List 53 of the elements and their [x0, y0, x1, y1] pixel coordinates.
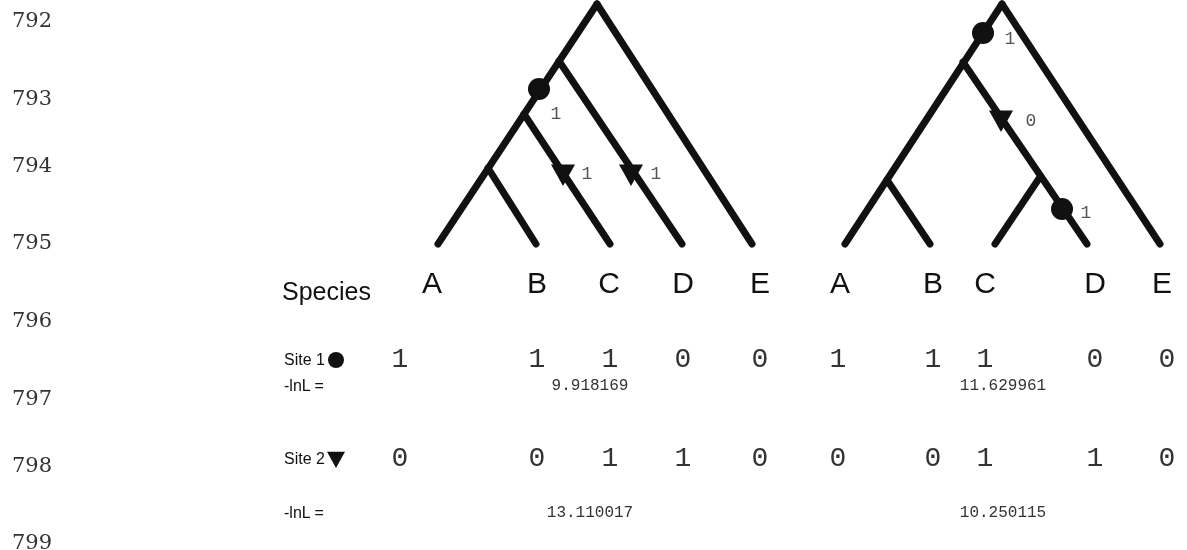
row-heading: Species — [282, 278, 371, 304]
character-state: 1 — [391, 346, 409, 374]
state-number: 1 — [581, 165, 593, 183]
state-number: 0 — [1025, 112, 1037, 130]
species-label: C — [598, 268, 620, 298]
likelihood-value: 10.250115 — [959, 505, 1047, 521]
character-state: 1 — [601, 445, 619, 473]
line-number: 799 — [11, 531, 53, 550]
species-label: E — [750, 268, 770, 298]
character-state: 0 — [751, 346, 769, 374]
character-state: 0 — [751, 445, 769, 473]
character-state: 1 — [674, 445, 692, 473]
species-label: E — [1152, 268, 1172, 298]
state-number: 1 — [1080, 204, 1092, 222]
species-label: A — [422, 268, 442, 298]
species-label: D — [1084, 268, 1106, 298]
line-number: 794 — [11, 154, 53, 176]
state-number: 1 — [1004, 30, 1016, 48]
species-label: B — [923, 268, 943, 298]
character-state: 0 — [1158, 445, 1176, 473]
row-heading: Site 2 — [284, 451, 325, 467]
character-state: 0 — [674, 346, 692, 374]
likelihood-value: 9.918169 — [551, 378, 629, 394]
state-number: 1 — [650, 165, 662, 183]
character-state: 0 — [1086, 346, 1104, 374]
line-number: 796 — [11, 309, 53, 331]
character-state: 0 — [1158, 346, 1176, 374]
row-heading: -lnL = — [284, 378, 324, 394]
character-state: 1 — [976, 346, 994, 374]
species-label: A — [830, 268, 850, 298]
line-number: 795 — [11, 231, 53, 253]
species-label: B — [527, 268, 547, 298]
state-number: 1 — [550, 105, 562, 123]
likelihood-value: 11.629961 — [959, 378, 1047, 394]
character-state: 1 — [601, 346, 619, 374]
character-state: 0 — [924, 445, 942, 473]
species-label: D — [672, 268, 694, 298]
row-heading: Site 1 — [284, 352, 325, 368]
row-heading: -lnL = — [284, 505, 324, 521]
line-number: 798 — [11, 454, 53, 476]
character-state: 0 — [829, 445, 847, 473]
character-state: 0 — [528, 445, 546, 473]
character-state: 1 — [829, 346, 847, 374]
character-state: 0 — [391, 445, 409, 473]
character-state: 1 — [1086, 445, 1104, 473]
line-number: 797 — [11, 387, 53, 409]
character-state: 1 — [924, 346, 942, 374]
likelihood-value: 13.110017 — [546, 505, 634, 521]
character-state: 1 — [976, 445, 994, 473]
line-number: 792 — [11, 9, 53, 31]
species-label: C — [974, 268, 996, 298]
character-state: 1 — [528, 346, 546, 374]
line-number: 793 — [11, 87, 53, 109]
